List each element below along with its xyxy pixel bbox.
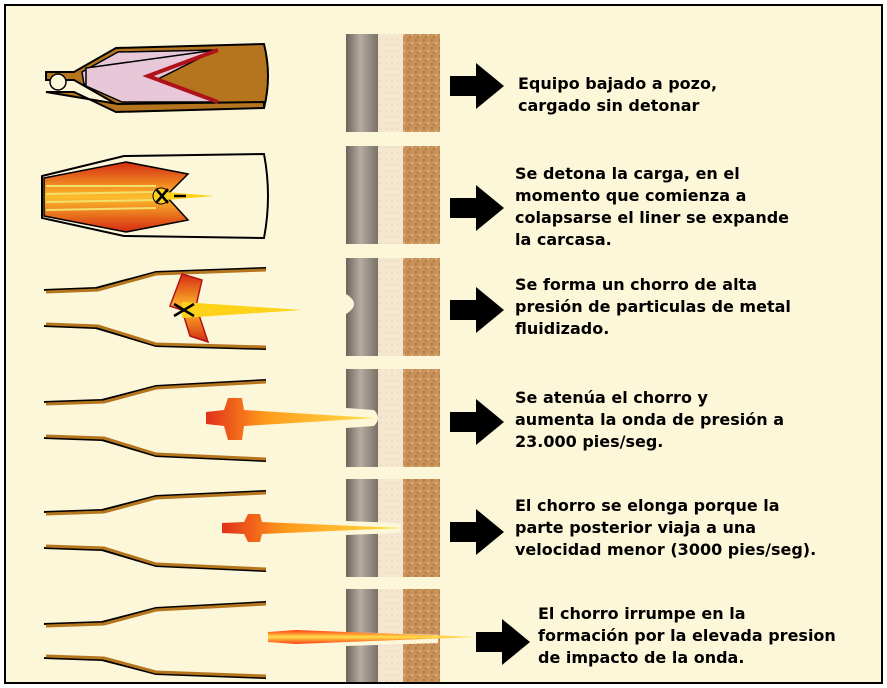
caption-line: Se atenúa el chorro y — [515, 388, 708, 407]
shaped-charge-detonating — [41, 152, 269, 240]
right-arrow-icon — [450, 63, 504, 109]
caption-line: momento que comienza a — [515, 186, 747, 205]
caption-line: de impacto de la onda. — [538, 648, 745, 667]
caption-line: Se detona la carga, en el — [515, 164, 740, 183]
diagram-frame: Equipo bajado a pozo, cargado sin detona… — [4, 4, 883, 684]
well-wall-1 — [346, 34, 440, 132]
shaped-charge-jet-forming — [43, 267, 302, 350]
right-arrow-icon — [450, 287, 504, 333]
caption-line: El chorro irrumpe en la — [538, 604, 746, 623]
stage-1-caption: Equipo bajado a pozo, cargado sin detona… — [518, 73, 717, 117]
stage-3-caption: Se forma un chorro de alta presión de pa… — [515, 274, 791, 340]
right-arrow-icon — [476, 619, 530, 665]
caption-line: Equipo bajado a pozo, — [518, 74, 718, 93]
shaped-charge-jet-penetrating — [43, 601, 476, 679]
caption-line: fluidizado. — [515, 319, 610, 338]
caption-line: velocidad menor (3000 pies/seg). — [515, 540, 817, 559]
right-arrow-icon — [450, 399, 504, 445]
caption-line: 23.000 pies/seg. — [515, 432, 664, 451]
caption-line: formación por la elevada presion — [538, 626, 836, 645]
well-wall-3 — [346, 258, 440, 356]
perforation-diagram — [41, 34, 530, 682]
caption-line: colapsarse el liner se expande — [515, 208, 790, 227]
caption-line: aumenta la onda de presión a — [515, 410, 784, 429]
shaped-charge-jet-elongating — [43, 490, 404, 572]
caption-line: El chorro se elonga porque la — [515, 496, 780, 515]
stage-4-caption: Se atenúa el chorro y aumenta la onda de… — [515, 387, 784, 453]
caption-line: Se forma un chorro de alta — [515, 275, 757, 294]
right-arrow-icon — [450, 509, 504, 555]
stage-2-caption: Se detona la carga, en el momento que co… — [515, 163, 789, 251]
caption-line: presión de particulas de metal — [515, 297, 791, 316]
well-wall-2 — [346, 146, 440, 244]
caption-line: cargado sin detonar — [518, 96, 700, 115]
right-arrow-icon — [450, 185, 504, 231]
stage-5-caption: El chorro se elonga porque la parte post… — [515, 495, 816, 561]
caption-line: la carcasa. — [515, 230, 612, 249]
caption-line: parte posterior viaja a una — [515, 518, 757, 537]
stage-6-caption: El chorro irrumpe en la formación por la… — [538, 603, 836, 669]
shaped-charge-loaded — [45, 42, 269, 114]
shaped-charge-jet-attenuating — [43, 379, 376, 462]
